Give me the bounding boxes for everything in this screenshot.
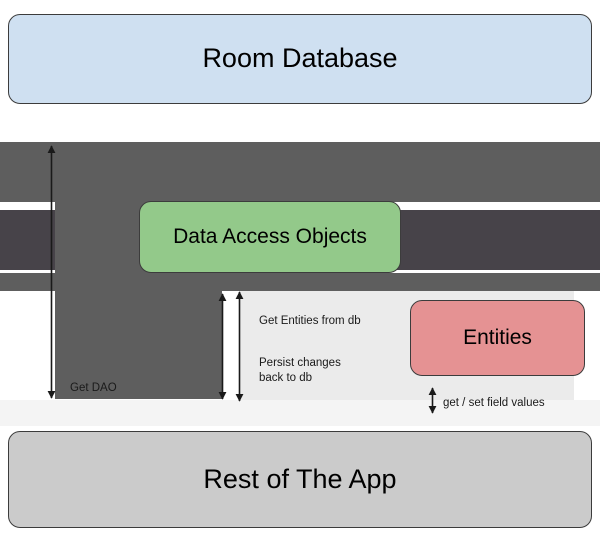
node-rest-of-the-app-label: Rest of The App xyxy=(203,463,397,494)
edge-label-persist-changes-line2: back to db xyxy=(259,372,313,384)
node-data-access-objects[interactable]: Data Access Objects xyxy=(139,201,401,273)
edge-label-get-dao: Get DAO xyxy=(70,382,117,394)
edge-label-persist-changes: Persist changes back to db xyxy=(259,356,341,386)
node-room-database[interactable]: Room Database xyxy=(8,14,592,104)
edge-label-persist-changes-line1: Persist changes xyxy=(259,357,341,369)
edge-label-get-entities-from-db: Get Entities from db xyxy=(259,315,361,327)
background-panel-lower xyxy=(0,400,600,426)
node-rest-of-the-app[interactable]: Rest of The App xyxy=(8,431,592,528)
node-entities-label: Entities xyxy=(463,325,532,349)
node-room-database-label: Room Database xyxy=(202,43,398,74)
node-data-access-objects-label: Data Access Objects xyxy=(173,224,367,248)
edge-label-get-set-field-values: get / set field values xyxy=(443,397,545,409)
node-entities[interactable]: Entities xyxy=(410,300,585,376)
